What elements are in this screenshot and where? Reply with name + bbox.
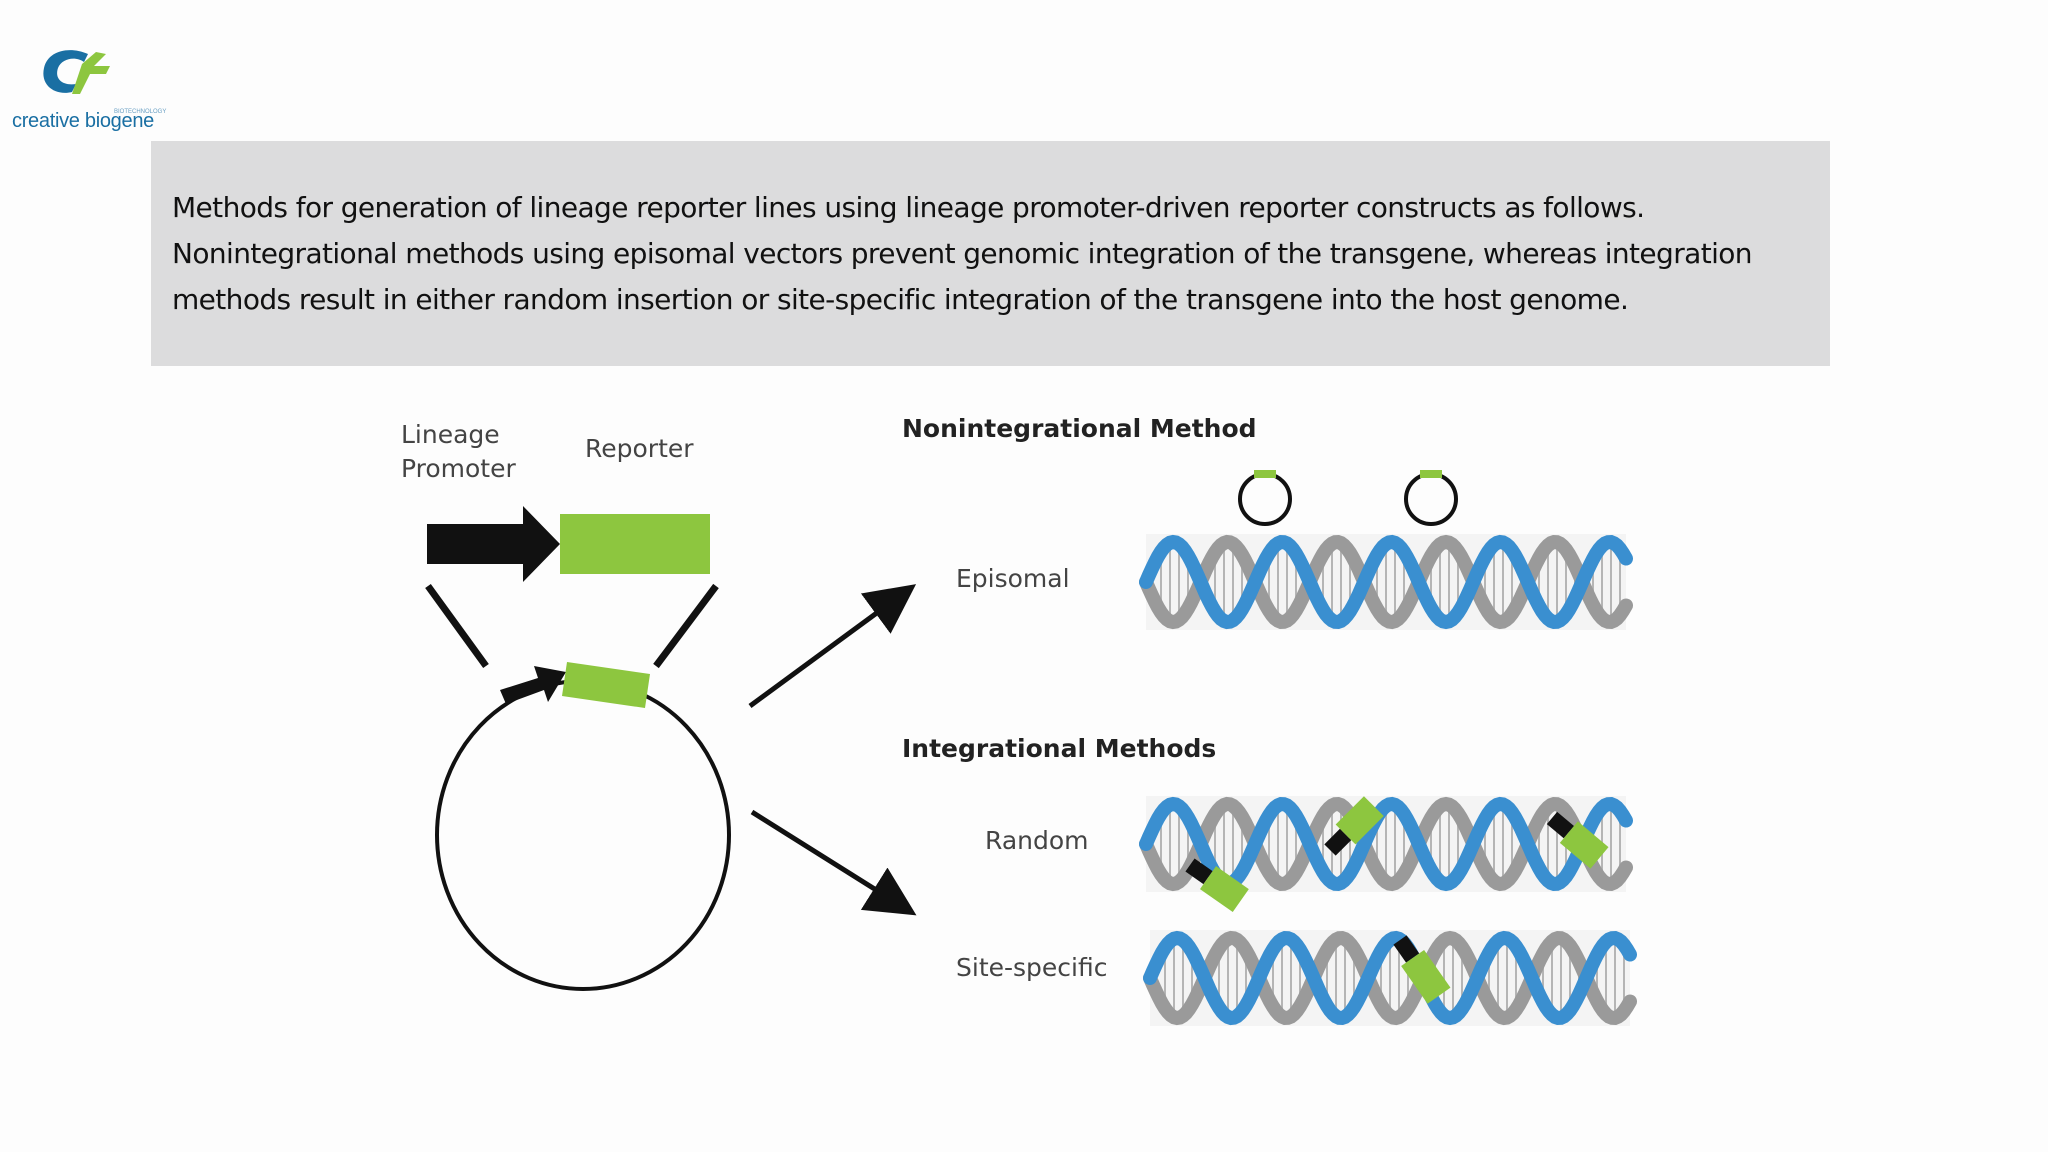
nonintegrational-heading: Nonintegrational Method bbox=[902, 414, 1257, 443]
integrational-heading: Integrational Methods bbox=[902, 734, 1217, 763]
dna-strand bbox=[1143, 930, 1637, 1026]
logo-tagline: BIOTECHNOLOGY bbox=[114, 109, 167, 115]
plasmid-reporter-box bbox=[562, 662, 650, 708]
insertion-line-right bbox=[653, 583, 719, 669]
site-specific-insert bbox=[1393, 935, 1451, 1004]
episomal-label: Episomal bbox=[956, 564, 1070, 593]
reporter-label: Reporter bbox=[585, 434, 694, 463]
plasmid-promoter-arrow bbox=[500, 666, 566, 704]
promoter-arrow bbox=[427, 506, 560, 582]
random-label: Random bbox=[985, 826, 1089, 855]
promoter-label: Lineage Promoter bbox=[401, 418, 516, 486]
arrow-to-episomal bbox=[748, 584, 917, 709]
logo-c-mark bbox=[43, 50, 88, 93]
dna-strand bbox=[1143, 930, 1637, 1026]
promoter-label-line: Lineage bbox=[401, 420, 500, 449]
logo-leaf-mark bbox=[72, 52, 110, 94]
caption-line: Methods for generation of lineage report… bbox=[172, 191, 1645, 224]
promoter-label-line: Promoter bbox=[401, 454, 516, 483]
caption-box: Methods for generation of lineage report… bbox=[151, 141, 1830, 366]
episome-reporter bbox=[1420, 470, 1442, 478]
dna-helix-episomal bbox=[1139, 534, 1633, 630]
insertion-line-left bbox=[425, 583, 489, 669]
site-specific-label: Site-specific bbox=[956, 953, 1108, 982]
dna-strand bbox=[1139, 534, 1633, 630]
logo-wordmark: creative biogene bbox=[12, 110, 154, 132]
dna-strand bbox=[1139, 796, 1633, 892]
caption-text: Methods for generation of lineage report… bbox=[172, 185, 1812, 323]
episome-circle bbox=[1404, 472, 1458, 526]
episome-circle bbox=[1238, 472, 1292, 526]
plasmid-circle bbox=[435, 679, 731, 991]
random-insert bbox=[1546, 811, 1609, 869]
creative-biogene-logo bbox=[43, 50, 110, 94]
dna-strand bbox=[1139, 534, 1633, 630]
dna-helix-site-specific bbox=[1143, 930, 1637, 1026]
random-insert bbox=[1324, 796, 1384, 856]
caption-line: methods result in either random insertio… bbox=[172, 283, 1629, 316]
arrow-to-integrational bbox=[750, 809, 917, 916]
episome-reporter bbox=[1254, 470, 1276, 478]
caption-line: Nonintegrational methods using episomal … bbox=[172, 237, 1753, 270]
random-insert bbox=[1185, 858, 1249, 913]
reporter-box bbox=[560, 514, 710, 574]
